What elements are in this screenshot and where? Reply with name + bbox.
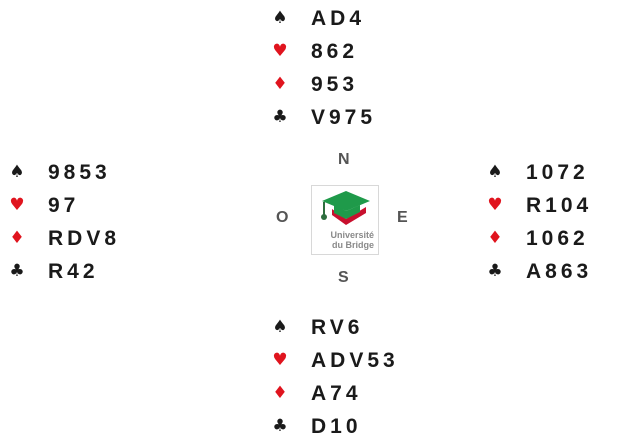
cards-clubs: R42 (48, 260, 99, 283)
compass-south-label: S (338, 269, 349, 286)
cards-clubs: A863 (526, 260, 593, 283)
cards-hearts: 97 (48, 194, 80, 217)
cards-hearts: ADV53 (311, 349, 399, 372)
universite-du-bridge-logo: Université du Bridge (311, 185, 379, 255)
cards-spades: 9853 (48, 161, 111, 184)
compass-west-label: O (276, 209, 289, 226)
cards-clubs: D10 (311, 415, 362, 438)
heart-icon: ♥ (272, 41, 288, 61)
cards-diamonds: 953 (311, 73, 359, 96)
spade-icon: ♠ (272, 317, 288, 337)
compass-east-label: E (397, 209, 408, 226)
logo-text-line1: Université (330, 230, 374, 240)
cards-clubs: V975 (311, 106, 377, 129)
graduation-cap-icon (321, 191, 370, 225)
spade-icon: ♠ (9, 162, 25, 182)
cards-diamonds: A74 (311, 382, 362, 405)
cards-spades: 1072 (526, 161, 589, 184)
club-icon: ♣ (272, 107, 288, 127)
cards-diamonds: 1062 (526, 227, 589, 250)
diamond-icon: ♦ (272, 74, 288, 94)
diamond-icon: ♦ (9, 228, 25, 248)
cards-diamonds: RDV8 (48, 227, 121, 250)
cards-hearts: 862 (311, 40, 359, 63)
diamond-icon: ♦ (272, 383, 288, 403)
heart-icon: ♥ (9, 195, 25, 215)
diamond-icon: ♦ (487, 228, 503, 248)
cards-hearts: R104 (526, 194, 593, 217)
spade-icon: ♠ (272, 8, 288, 28)
cards-spades: AD4 (311, 7, 366, 30)
cards-spades: RV6 (311, 316, 364, 339)
club-icon: ♣ (9, 261, 25, 281)
club-icon: ♣ (487, 261, 503, 281)
club-icon: ♣ (272, 416, 288, 436)
heart-icon: ♥ (272, 350, 288, 370)
spade-icon: ♠ (487, 162, 503, 182)
heart-icon: ♥ (487, 195, 503, 215)
compass-north-label: N (338, 151, 350, 168)
logo-text-line2: du Bridge (332, 240, 374, 250)
